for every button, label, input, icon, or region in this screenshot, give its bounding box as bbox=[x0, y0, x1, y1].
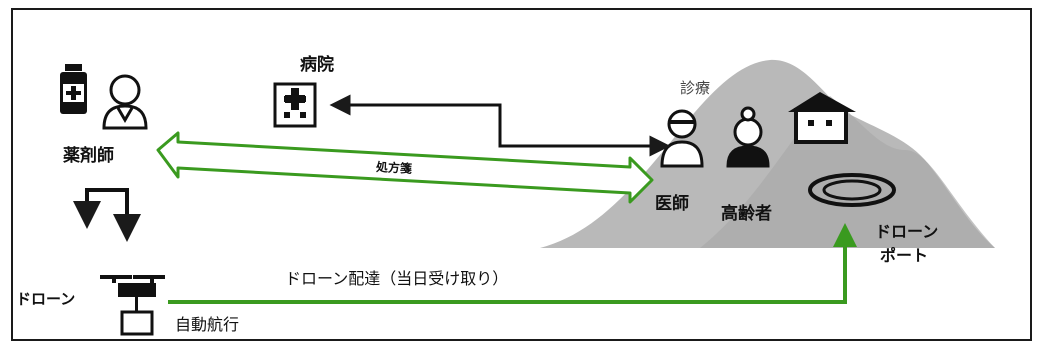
drone-port-icon bbox=[808, 173, 896, 207]
drone-label: ドローン bbox=[16, 290, 76, 308]
elderly-label: 高齢者 bbox=[721, 204, 772, 224]
drone-delivery-label: ドローン配達（当日受け取り） bbox=[285, 269, 509, 288]
hospital-doctor-arrow bbox=[329, 94, 671, 157]
pharmacist-label: 薬剤師 bbox=[63, 146, 114, 166]
prescription-label: 処方箋 bbox=[375, 160, 413, 176]
hospital-label: 病院 bbox=[300, 55, 334, 75]
drone-port-label-line2: ポート bbox=[880, 246, 929, 265]
elderly-person-icon bbox=[726, 106, 770, 168]
prescription-double-arrow bbox=[156, 131, 654, 204]
doctor-label: 医師 bbox=[655, 194, 689, 214]
drone-delivery-arrow bbox=[168, 223, 857, 304]
pharmacist-person-icon bbox=[102, 74, 148, 130]
drone-port-label-line1: ドローン bbox=[875, 222, 939, 241]
hospital-icon bbox=[273, 82, 317, 128]
autonomous-flight-label: 自動航行 bbox=[175, 315, 240, 334]
medicine-bottle-icon bbox=[60, 64, 87, 114]
house-icon bbox=[788, 92, 856, 144]
pharmacist-drone-arrow bbox=[73, 188, 141, 242]
drone-icon bbox=[100, 275, 165, 336]
consultation-label: 診療 bbox=[680, 79, 711, 97]
